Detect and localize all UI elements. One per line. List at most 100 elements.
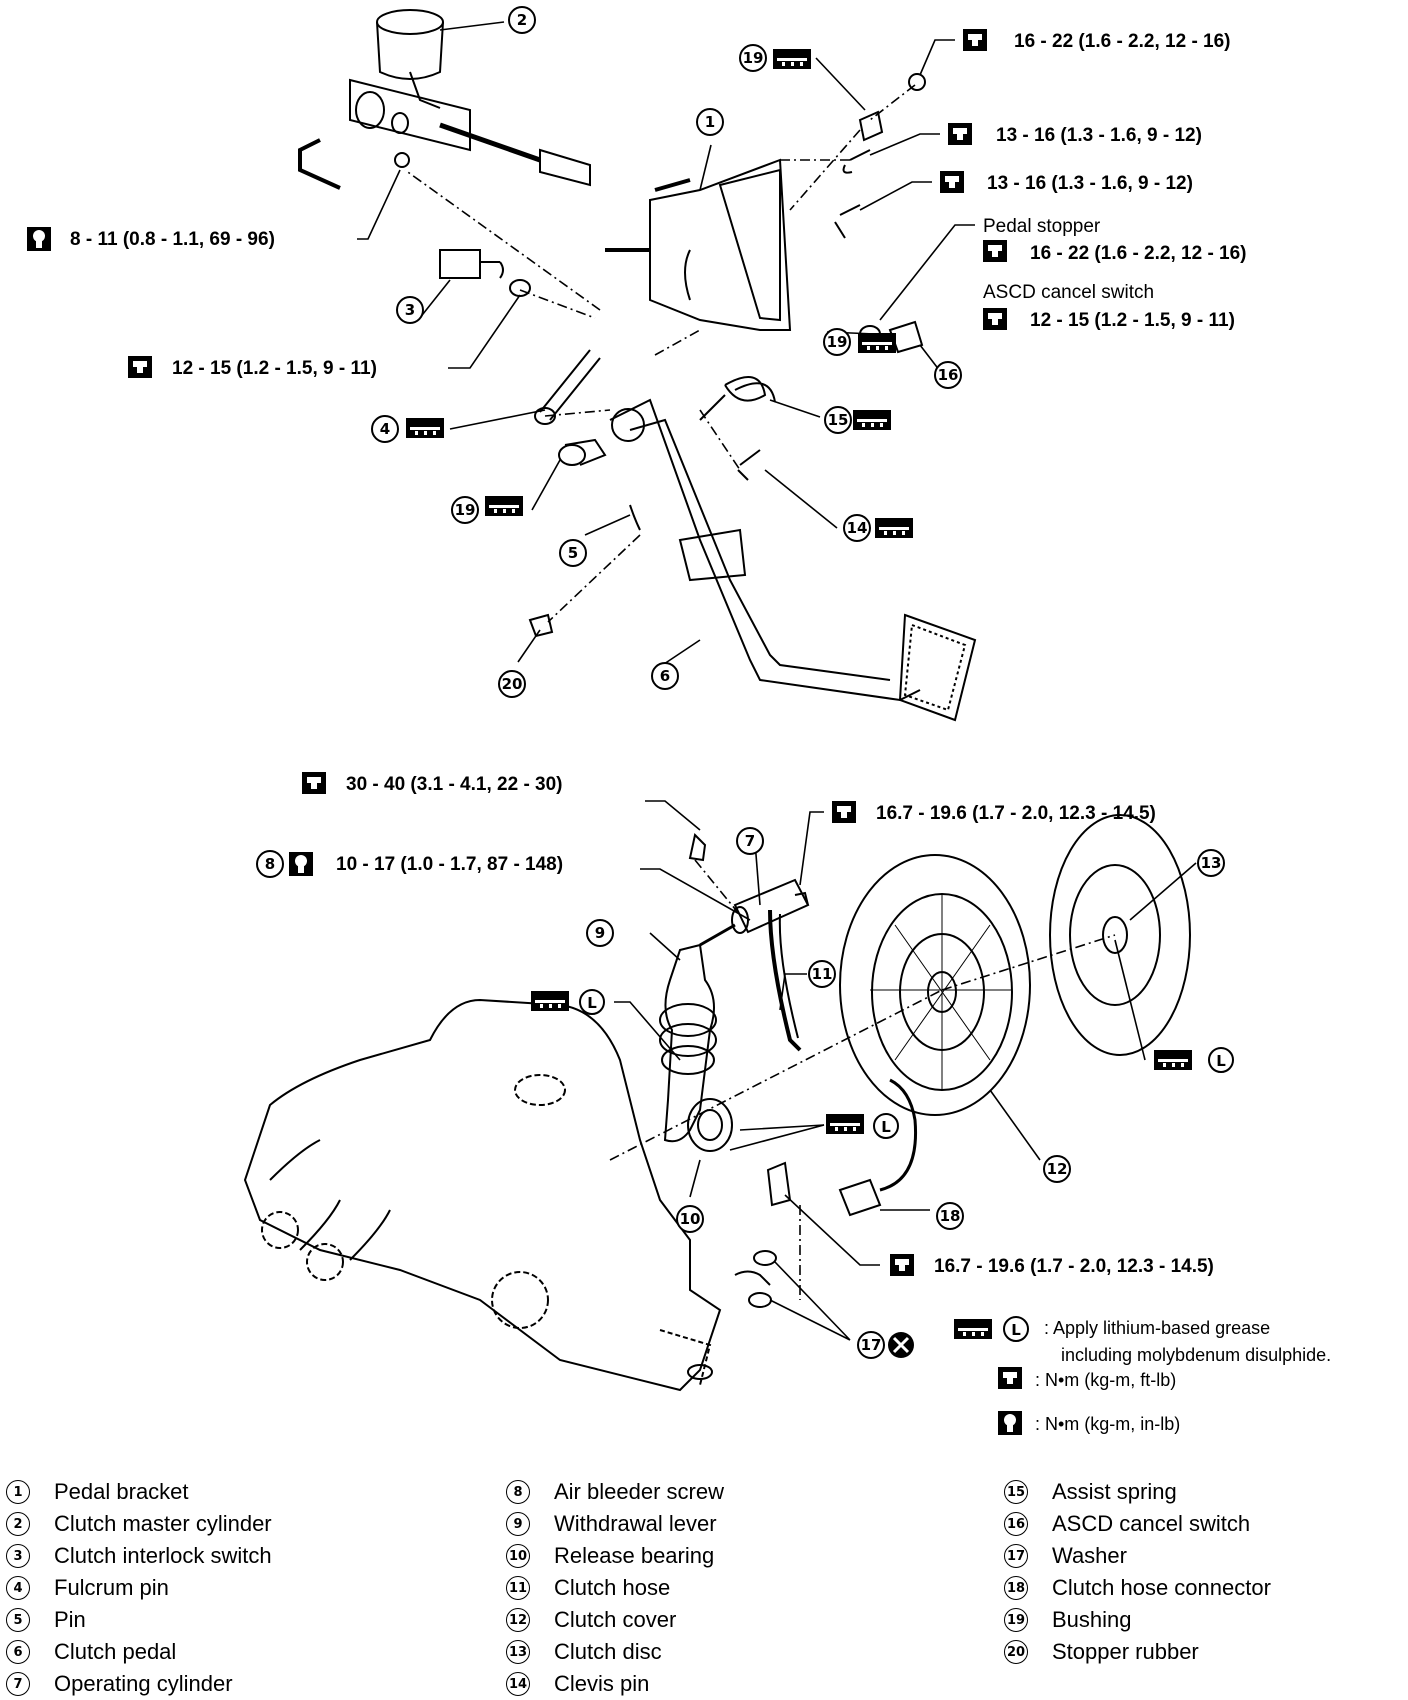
parts-list-item: 19 Bushing [1004,1604,1271,1636]
callout-9: 9 [595,924,605,942]
part-number: 7 [6,1672,30,1696]
part-name: Clutch master cylinder [54,1511,272,1536]
part-number: 10 [506,1544,530,1568]
part-number: 3 [6,1544,30,1568]
part-name: Withdrawal lever [554,1511,717,1536]
callout-19: 19 [455,501,476,519]
callout-17: 17 [861,1336,882,1354]
legend-torque-inlb: : N•m (kg-m, in-lb) [1035,1414,1180,1434]
parts-list-item: 13 Clutch disc [506,1636,724,1668]
torque-spec-bracket-bolt: 13 - 16 (1.3 - 1.6, 9 - 12) [987,173,1193,194]
parts-list-item: 16 ASCD cancel switch [1004,1508,1271,1540]
grease-L-label: L [1216,1052,1226,1070]
part-number: 2 [6,1512,30,1536]
parts-list-item: 5 Pin [6,1604,272,1636]
callout-13: 13 [1201,854,1222,872]
callout-19: 19 [827,333,848,351]
pedal-stopper-label: Pedal stopper [983,216,1101,237]
callout-18: 18 [940,1207,961,1225]
part-name: Washer [1052,1543,1127,1568]
part-name: Clutch disc [554,1639,662,1664]
part-name: Clutch hose connector [1052,1575,1271,1600]
torque-spec-operating-mount: 30 - 40 (3.1 - 4.1, 22 - 30) [346,774,563,795]
do-not-reuse-icon [888,1332,914,1358]
parts-list-item: 18 Clutch hose connector [1004,1572,1271,1604]
part-number: 1 [6,1480,30,1504]
part-number: 12 [506,1608,530,1632]
part-name: Clevis pin [554,1671,650,1696]
callout-12: 12 [1047,1160,1068,1178]
part-name: Air bleeder screw [554,1479,724,1504]
parts-list-item: 3 Clutch interlock switch [6,1540,272,1572]
part-name: Assist spring [1052,1479,1177,1504]
callout-1: 1 [705,113,715,131]
part-number: 19 [1004,1608,1028,1632]
torque-spec-hose-cylinder: 16.7 - 19.6 (1.7 - 2.0, 12.3 - 14.5) [876,803,1156,824]
parts-list-item: 1 Pedal bracket [6,1476,272,1508]
torque-spec-bracket-bolt: 13 - 16 (1.3 - 1.6, 9 - 12) [996,125,1202,146]
part-number: 6 [6,1640,30,1664]
legend-grease-line2: including molybdenum disulphide. [1061,1345,1331,1365]
part-name: Clutch interlock switch [54,1543,272,1568]
torque-spec-interlock: 12 - 15 (1.2 - 1.5, 9 - 11) [172,358,377,379]
callout-10: 10 [680,1210,701,1228]
part-number: 14 [506,1672,530,1696]
torque-spec-bleeder: 10 - 17 (1.0 - 1.7, 87 - 148) [336,854,563,875]
part-name: Operating cylinder [54,1671,233,1696]
part-number: 18 [1004,1576,1028,1600]
part-name: Pedal bracket [54,1479,189,1504]
callout-14: 14 [847,519,868,537]
part-name: ASCD cancel switch [1052,1511,1251,1536]
torque-spec-master-mount: 8 - 11 (0.8 - 1.1, 69 - 96) [70,229,275,250]
part-name: Release bearing [554,1543,715,1568]
part-name: Clutch pedal [54,1639,177,1664]
clutch-exploded-diagram: L L L L 1 2 3 4 5 [27,6,1331,1435]
parts-list-item: 17 Washer [1004,1540,1271,1572]
torque-spec-ascd-switch: 12 - 15 (1.2 - 1.5, 9 - 11) [1030,310,1235,331]
callout-19: 19 [743,49,764,67]
grease-L-label: L [881,1118,891,1136]
callout-8: 8 [265,855,275,873]
callout-15: 15 [828,411,849,429]
parts-list-item: 10 Release bearing [506,1540,724,1572]
parts-list-item: 14 Clevis pin [506,1668,724,1700]
callout-7: 7 [745,832,755,850]
callout-2: 2 [517,11,527,29]
part-number: 4 [6,1576,30,1600]
torque-spec-master-nut: 16 - 22 (1.6 - 2.2, 12 - 16) [1014,31,1231,52]
parts-list-item: 2 Clutch master cylinder [6,1508,272,1540]
part-name: Pin [54,1607,86,1632]
torque-spec-pedal-stopper: 16 - 22 (1.6 - 2.2, 12 - 16) [1030,243,1247,264]
part-name: Clutch hose [554,1575,671,1600]
part-number: 13 [506,1640,530,1664]
callout-16: 16 [938,366,959,384]
part-number: 11 [506,1576,530,1600]
callout-6: 6 [660,667,670,685]
part-number: 5 [6,1608,30,1632]
part-number: 8 [506,1480,530,1504]
callout-3: 3 [405,301,415,319]
legend-grease-line1: : Apply lithium-based grease [1044,1318,1270,1338]
part-name: Stopper rubber [1052,1639,1199,1664]
pedal-assembly-drawing [298,9,977,722]
callout-11: 11 [812,965,833,983]
ascd-cancel-switch-label: ASCD cancel switch [983,282,1154,303]
callout-4: 4 [380,420,390,438]
callout-20: 20 [502,675,523,693]
part-number: 16 [1004,1512,1028,1536]
part-name: Clutch cover [554,1607,677,1632]
part-number: 15 [1004,1480,1028,1504]
part-number: 20 [1004,1640,1028,1664]
parts-list-item: 20 Stopper rubber [1004,1636,1271,1668]
parts-list-item: 12 Clutch cover [506,1604,724,1636]
parts-list-item: 6 Clutch pedal [6,1636,272,1668]
part-number: 17 [1004,1544,1028,1568]
callout-5: 5 [568,544,578,562]
part-name: Bushing [1052,1607,1132,1632]
parts-list-item: 15 Assist spring [1004,1476,1271,1508]
